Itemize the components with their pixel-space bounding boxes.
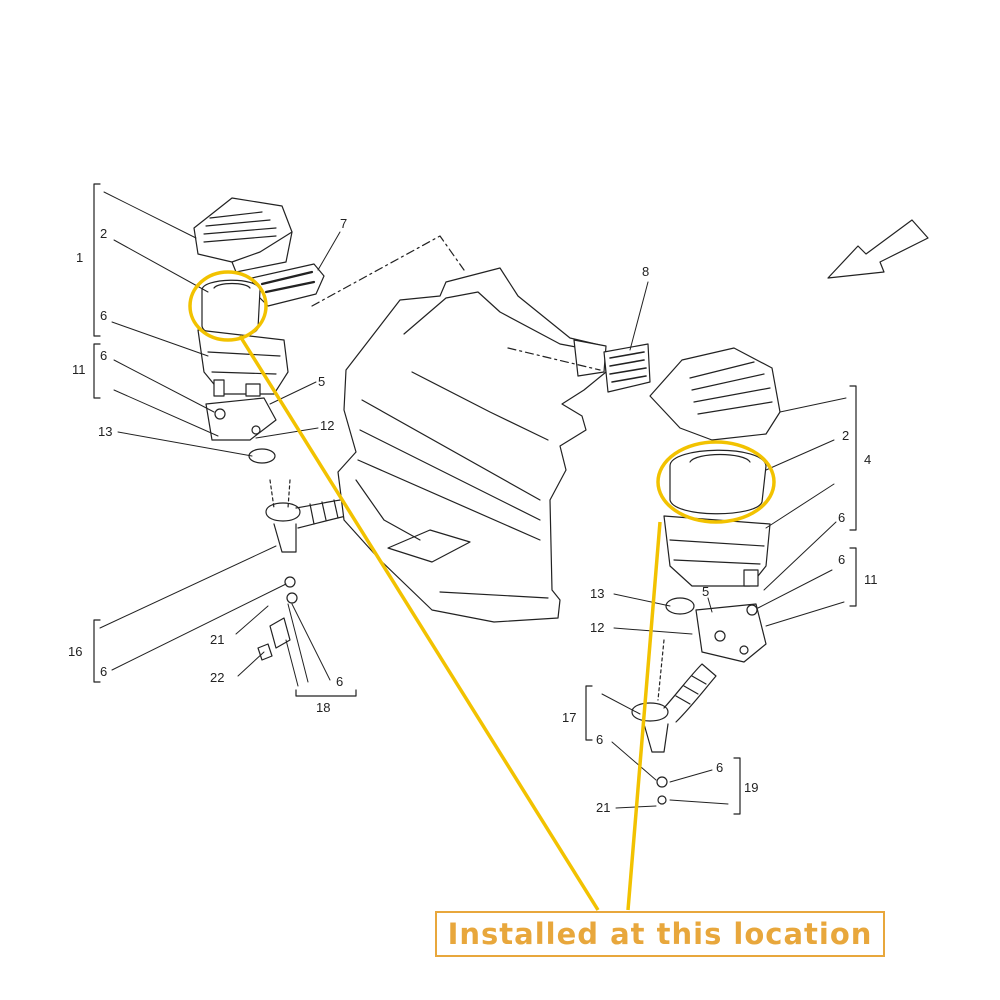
right-intake-hose xyxy=(631,639,717,753)
center-air-duct xyxy=(337,267,607,623)
label-6-left-b: 6 xyxy=(100,348,107,363)
label-6-left-a: 6 xyxy=(100,308,107,323)
left-air-cleaner-cover xyxy=(193,197,293,273)
right-filter-highlight xyxy=(656,440,776,524)
label-8: 8 xyxy=(642,264,649,279)
left-filter-element xyxy=(201,279,261,338)
left-leader-lines xyxy=(99,191,341,687)
label-18: 18 xyxy=(316,700,330,715)
label-21-left: 21 xyxy=(210,632,224,647)
label-5-left: 5 xyxy=(318,374,325,389)
installed-location-callout: Installed at this location xyxy=(435,911,885,957)
left-o-ring xyxy=(248,448,276,464)
left-group-brackets xyxy=(93,183,357,697)
label-2-right: 2 xyxy=(842,428,849,443)
part-labels: 1 2 6 6 11 13 12 5 7 16 6 21 22 6 18 8 2… xyxy=(68,216,878,815)
right-o-ring xyxy=(665,597,695,615)
label-4: 4 xyxy=(864,452,871,467)
right-lower-fittings xyxy=(656,776,668,805)
label-22: 22 xyxy=(210,670,224,685)
label-16: 16 xyxy=(68,644,82,659)
label-13-right: 13 xyxy=(590,586,604,601)
left-lower-fittings xyxy=(257,576,298,661)
label-6-left-d: 6 xyxy=(336,674,343,689)
guide-lines xyxy=(311,235,601,371)
highlight-marks xyxy=(188,270,776,911)
label-6-right-a: 6 xyxy=(838,510,845,525)
left-pointer-line xyxy=(238,335,600,911)
right-connector-8 xyxy=(603,343,651,393)
callout-text: Installed at this location xyxy=(447,917,873,951)
right-air-cleaner-cover xyxy=(649,347,781,441)
right-bracket xyxy=(695,603,767,663)
left-duct-7 xyxy=(251,263,325,307)
right-filter-element xyxy=(669,449,767,515)
label-1: 1 xyxy=(76,250,83,265)
label-17: 17 xyxy=(562,710,576,725)
label-6-right-b: 6 xyxy=(838,552,845,567)
label-2-left: 2 xyxy=(100,226,107,241)
label-19: 19 xyxy=(744,780,758,795)
right-group-brackets xyxy=(585,385,857,815)
label-6-right-d: 6 xyxy=(716,760,723,775)
left-filter-highlight xyxy=(188,270,268,342)
label-11-right: 11 xyxy=(864,572,878,587)
left-bracket xyxy=(205,397,277,441)
right-leader-lines xyxy=(601,281,847,809)
label-21-right: 21 xyxy=(596,800,610,815)
label-12-right: 12 xyxy=(590,620,604,635)
label-7: 7 xyxy=(340,216,347,231)
right-pointer-line xyxy=(626,521,662,911)
direction-arrow-icon xyxy=(827,219,929,279)
left-intake-hose xyxy=(265,479,365,553)
label-6-right-c: 6 xyxy=(596,732,603,747)
label-13-left: 13 xyxy=(98,424,112,439)
label-11-left: 11 xyxy=(72,362,86,377)
label-6-left-c: 6 xyxy=(100,664,107,679)
label-12-left: 12 xyxy=(320,418,334,433)
label-5-right: 5 xyxy=(702,584,709,599)
right-air-cleaner-housing xyxy=(663,515,771,587)
